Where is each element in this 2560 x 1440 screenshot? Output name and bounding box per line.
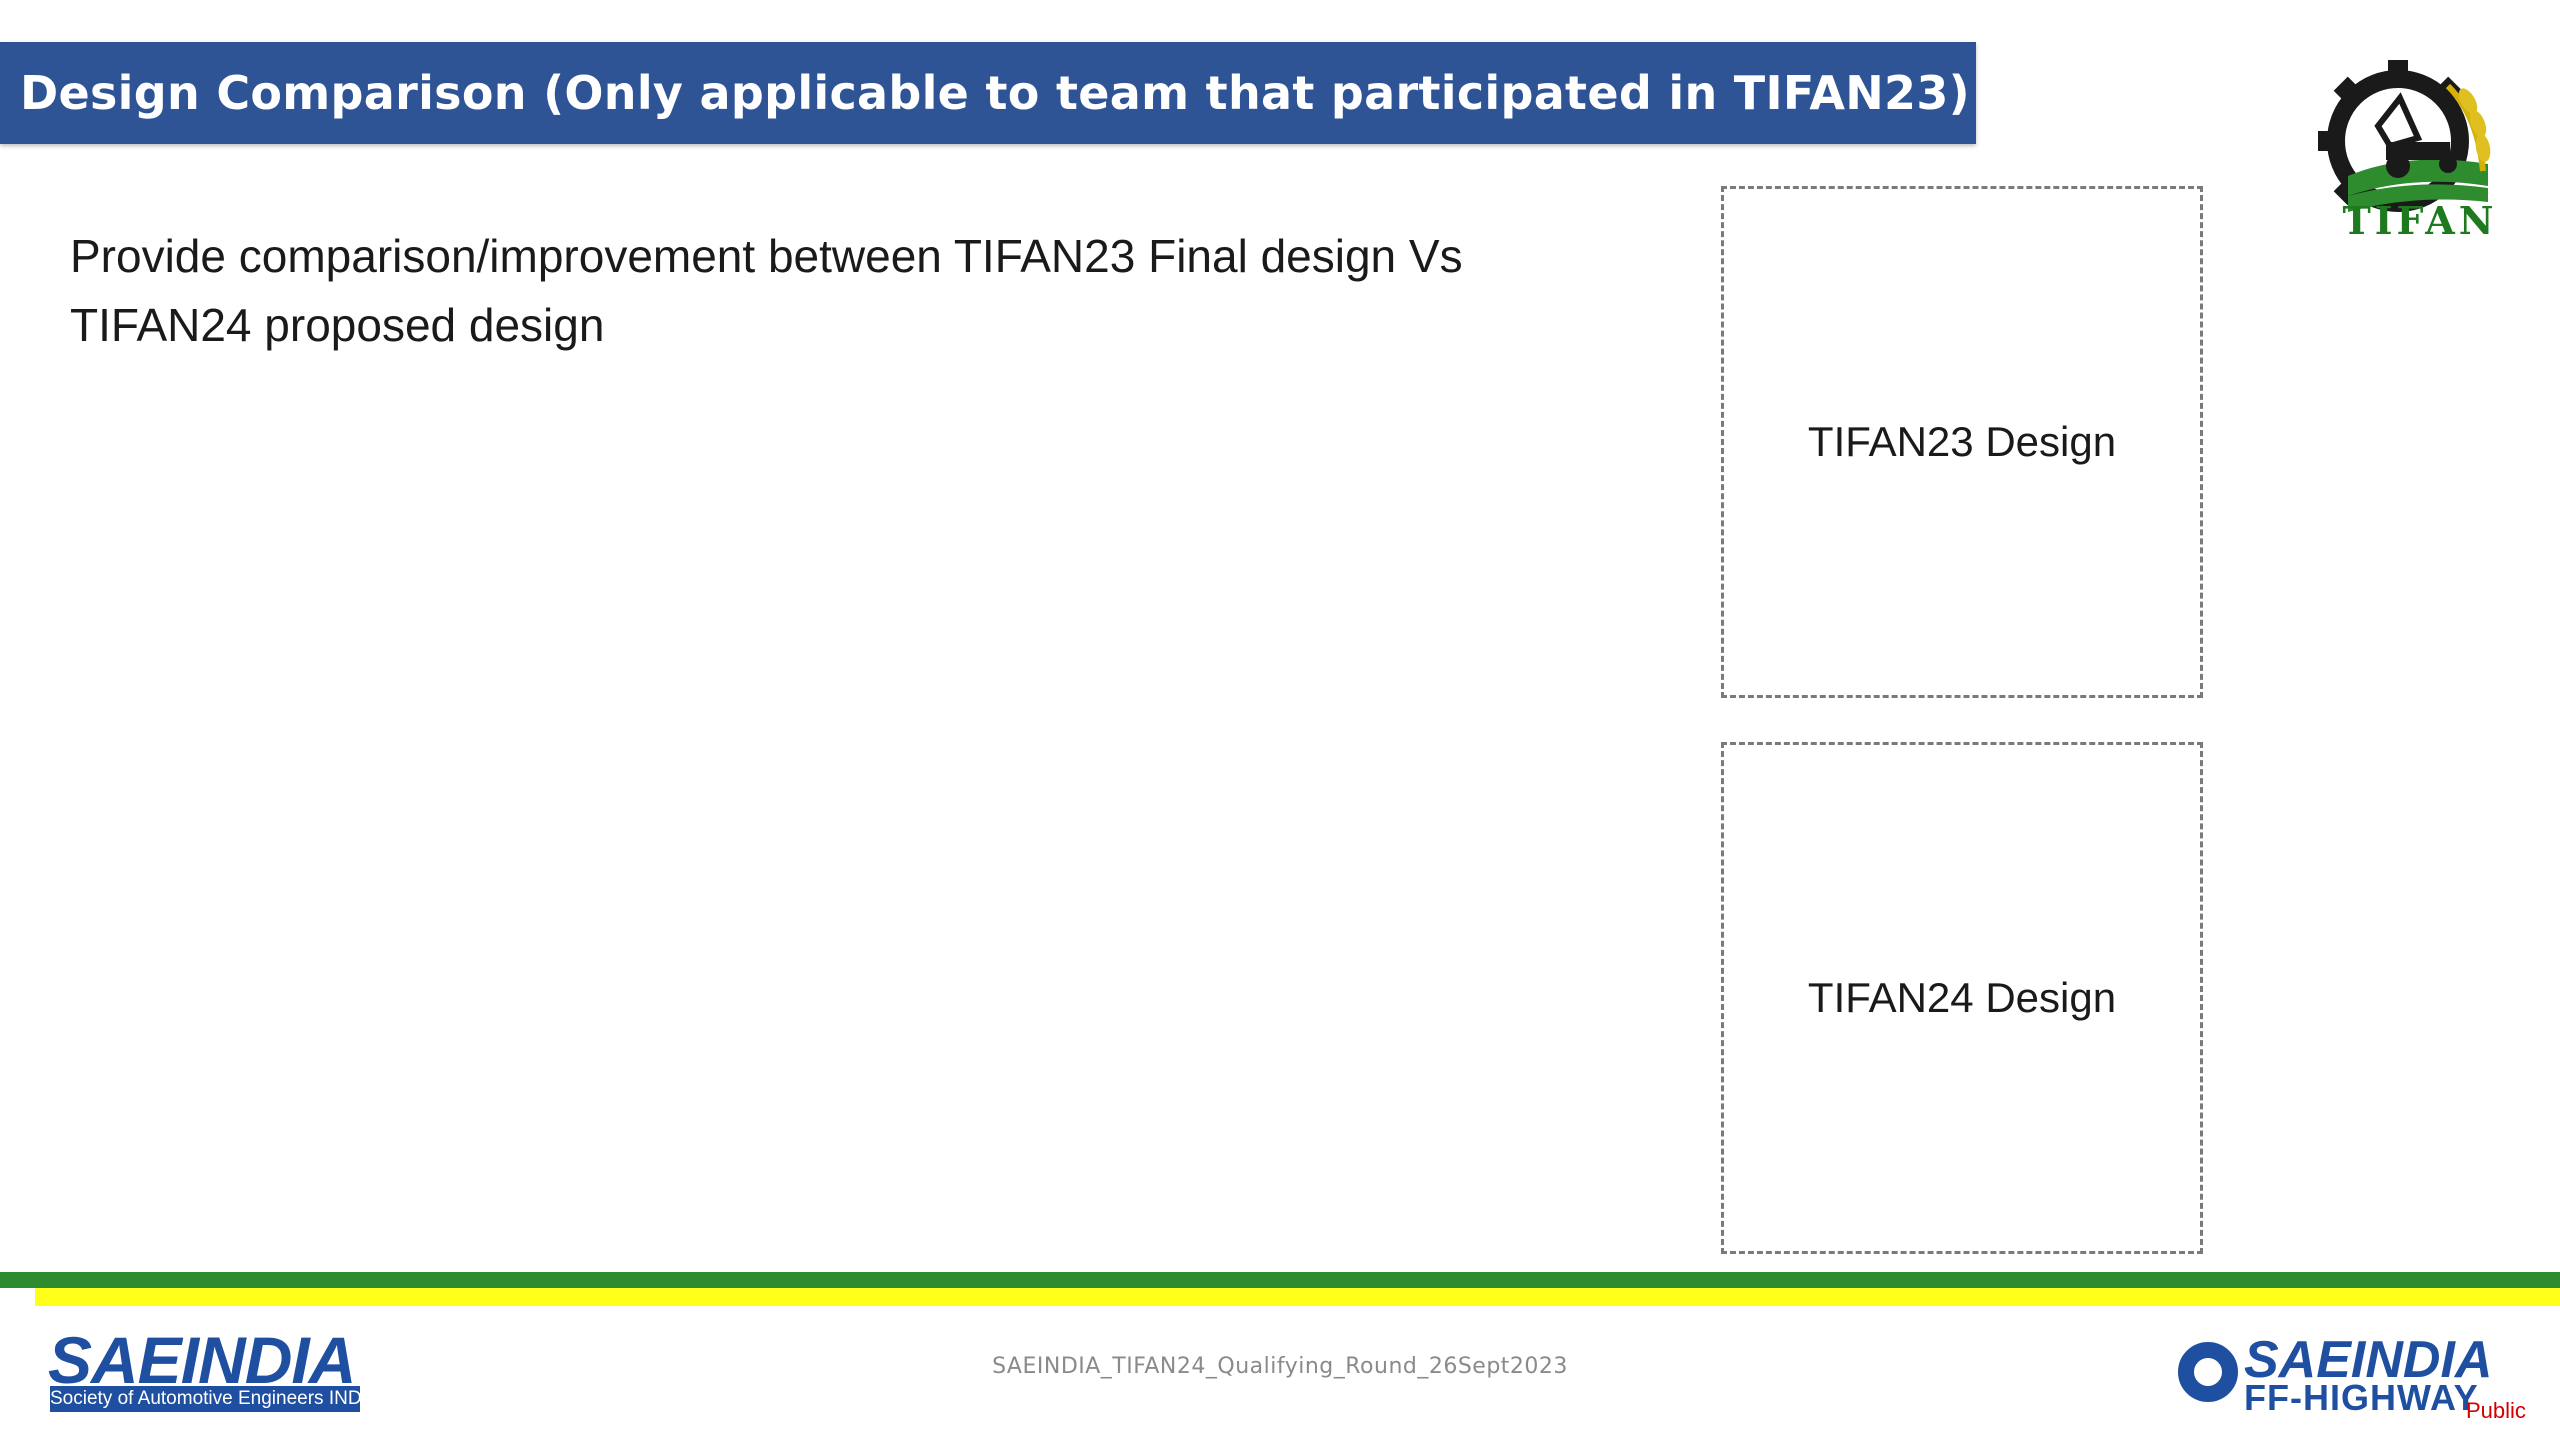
tifan23-design-label: TIFAN23 Design <box>1807 418 2117 465</box>
footer-band-green <box>0 1272 2560 1288</box>
off-highway-logo-ff: FF-HIGHWAY <box>2244 1377 2479 1418</box>
body-line-2: TIFAN24 proposed design <box>70 299 605 351</box>
classification-label: Public <box>2466 1398 2526 1423</box>
tifan24-design-label: TIFAN24 Design <box>1807 974 2117 1021</box>
tifan23-design-box: TIFAN23 Design <box>1721 186 2203 698</box>
tifan-logo: TIFAN <box>2318 60 2497 241</box>
footer-band-yellow <box>35 1288 2560 1306</box>
saeindia-logo-word: SAEINDIA <box>48 1323 356 1397</box>
saeindia-off-highway-logo: SAEINDIA FF-HIGHWAY <box>2178 1331 2518 1420</box>
off-highway-o-mark <box>2178 1342 2238 1402</box>
body-line-1: Provide comparison/improvement between T… <box>70 230 1463 282</box>
saeindia-logo-subtitle: Society of Automotive Engineers INDIA <box>50 1386 360 1412</box>
body-text: Provide comparison/improvement between T… <box>70 222 1630 360</box>
saeindia-logo: SAEINDIA Society of Automotive Engineers… <box>48 1323 362 1416</box>
tifan-logo-text: TIFAN <box>2342 198 2497 241</box>
slide-title: Design Comparison (Only applicable to te… <box>20 66 1970 120</box>
tifan24-design-box: TIFAN24 Design <box>1721 742 2203 1254</box>
footer-text: SAEINDIA_TIFAN24_Qualifying_Round_26Sept… <box>992 1354 1568 1379</box>
title-bar: Design Comparison (Only applicable to te… <box>0 42 1976 144</box>
off-highway-logo-sae: SAEINDIA <box>2244 1331 2493 1389</box>
